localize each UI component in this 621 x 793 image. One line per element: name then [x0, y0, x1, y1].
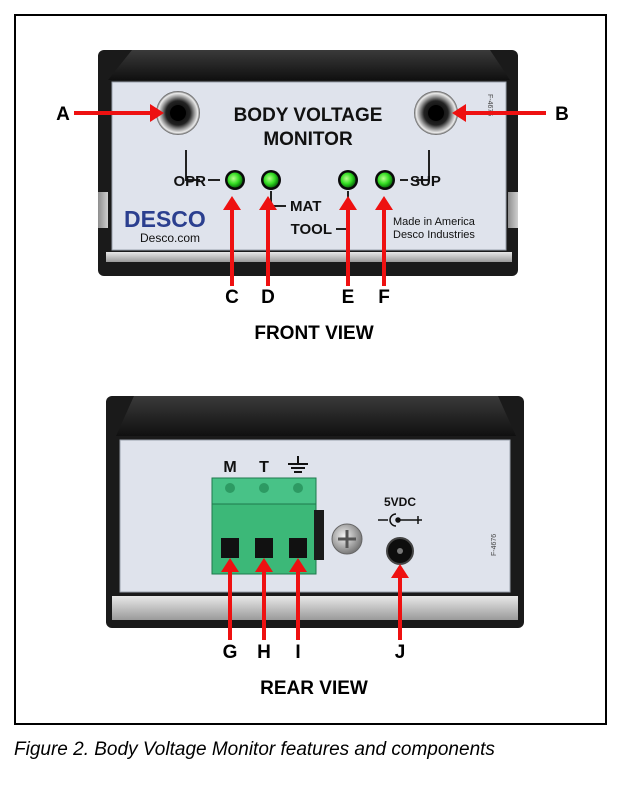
led-supervisor: [377, 172, 393, 188]
callout-i: I: [295, 642, 300, 663]
front-callouts: A B C D E F FRONT VIEW: [56, 104, 569, 344]
terminal-screw-m: [225, 483, 235, 493]
rear-view-label: REAR VIEW: [260, 678, 368, 699]
label-m: M: [223, 459, 236, 476]
arrow-a-head: [150, 104, 164, 122]
label-sup: SUP: [410, 173, 441, 190]
figure-frame: BODY VOLTAGE MONITOR F-4675 OPR SUP MAT …: [14, 14, 607, 725]
power-jack-pin: [397, 548, 403, 554]
made-in-line1: Made in America: [393, 216, 476, 228]
callout-a: A: [56, 104, 70, 125]
arrow-g-head: [221, 558, 239, 572]
arrow-e-head: [339, 196, 357, 210]
ground-symbol-icon: [288, 456, 308, 473]
front-device: BODY VOLTAGE MONITOR F-4675 OPR SUP MAT …: [98, 50, 518, 276]
panel-title-line2: MONITOR: [263, 129, 353, 150]
label-5vdc: 5VDC: [384, 495, 416, 509]
panel-title-line1: BODY VOLTAGE: [234, 105, 383, 126]
made-in-line2: Desco Industries: [393, 229, 475, 241]
callout-b: B: [555, 104, 569, 125]
rear-part-number: F-4676: [491, 534, 498, 556]
callout-h: H: [257, 642, 271, 663]
front-base: [106, 252, 512, 262]
label-opr: OPR: [173, 173, 206, 190]
operator-jack-hole: [170, 105, 186, 121]
rear-case-top: [116, 396, 516, 436]
terminal-socket-m: [221, 538, 239, 558]
rear-base: [112, 596, 518, 620]
label-t: T: [259, 459, 269, 476]
callout-j: J: [395, 642, 406, 663]
front-part-number: F-4675: [486, 94, 493, 116]
arrow-i-head: [289, 558, 307, 572]
led-mat: [263, 172, 279, 188]
figure-illustration: BODY VOLTAGE MONITOR F-4675 OPR SUP MAT …: [56, 50, 569, 699]
led-tool: [340, 172, 356, 188]
led-operator: [227, 172, 243, 188]
callout-e: E: [342, 287, 355, 308]
callout-d: D: [261, 287, 275, 308]
callout-g: G: [223, 642, 238, 663]
rear-device: M T 5VDC F-4676: [106, 396, 524, 628]
figure-caption: Figure 2. Body Voltage Monitor features …: [14, 739, 495, 760]
terminal-socket-ground: [289, 538, 307, 558]
arrow-h-head: [255, 558, 273, 572]
terminal-screw-ground: [293, 483, 303, 493]
polarity-symbol-icon: [378, 513, 422, 527]
label-mat: MAT: [290, 198, 321, 215]
terminal-socket-t: [255, 538, 273, 558]
callout-f: F: [378, 287, 390, 308]
arrow-b-head: [452, 104, 466, 122]
supervisor-jack-hole: [428, 105, 444, 121]
arrow-f-head: [375, 196, 393, 210]
sup-lead-line: [416, 150, 430, 181]
arrow-c-head: [223, 196, 241, 210]
arrow-j-head: [391, 564, 409, 578]
brand-url: Desco.com: [140, 231, 200, 245]
front-case-top: [108, 50, 510, 80]
front-side-tab-right: [508, 192, 518, 228]
front-side-tab-left: [98, 192, 108, 228]
terminal-screw-t: [259, 483, 269, 493]
brand-logo: DESCO: [124, 206, 206, 232]
front-view-label: FRONT VIEW: [254, 323, 373, 344]
opr-lead-line: [185, 150, 200, 181]
rear-callouts: G H I J REAR VIEW: [221, 558, 409, 699]
label-tool: TOOL: [291, 221, 332, 238]
terminal-block-shadow: [314, 510, 324, 560]
callout-c: C: [225, 287, 239, 308]
arrow-d-head: [259, 196, 277, 210]
